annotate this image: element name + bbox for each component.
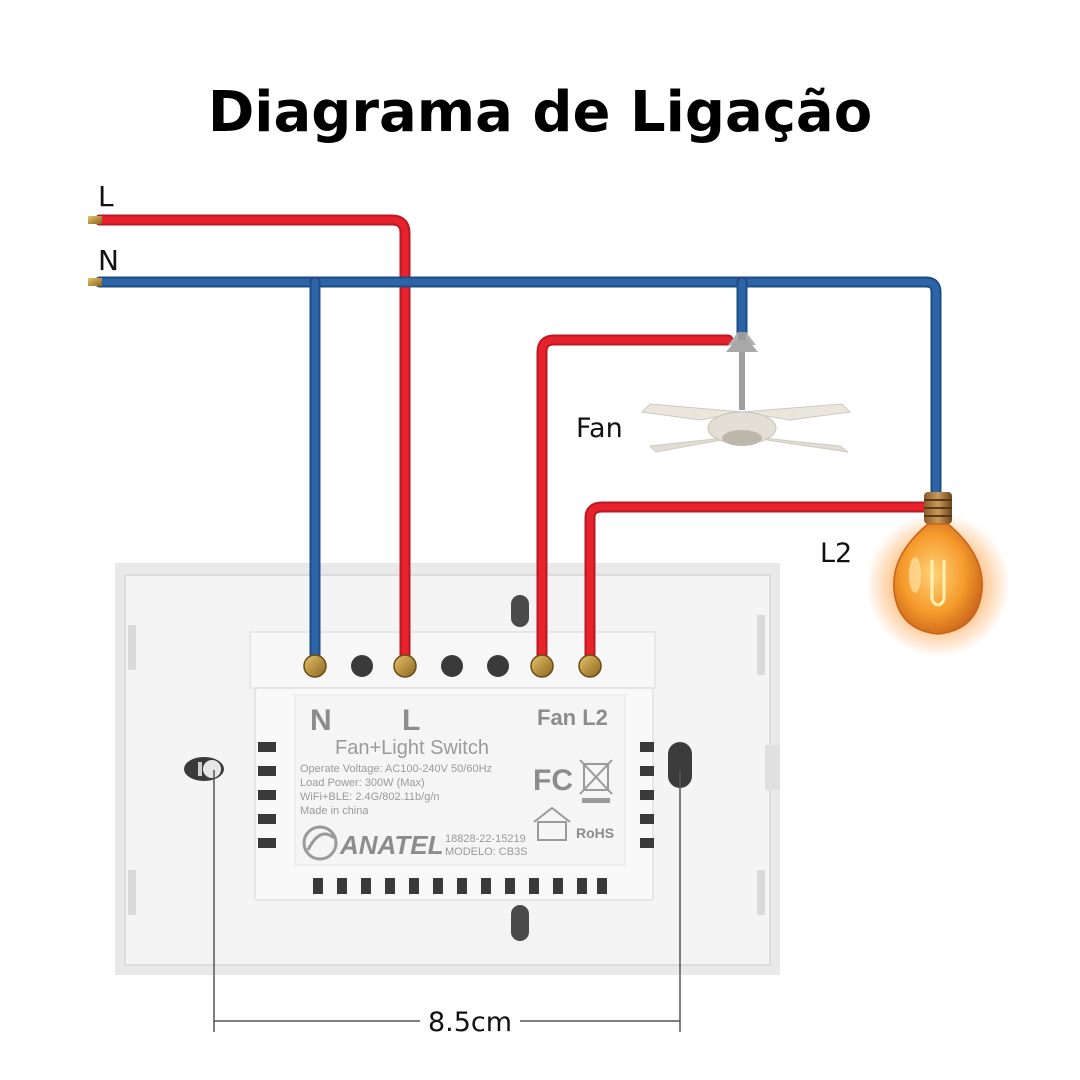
live-wire-tip — [88, 216, 102, 224]
lamp-label: L2 — [820, 538, 852, 569]
terminal-screw-n — [303, 654, 327, 678]
weee-bin-icon — [579, 759, 613, 803]
terminal-label-l: L — [402, 704, 420, 737]
ceiling-fan-icon — [640, 332, 852, 453]
terminal-empty — [487, 655, 509, 677]
lamp-wire-core — [586, 503, 934, 666]
vent-slots-bottom — [313, 878, 607, 894]
mount-slot — [511, 595, 529, 627]
terminal-row — [351, 655, 509, 677]
terminal-screw-l2 — [578, 654, 602, 678]
neutral-wire-tip — [88, 278, 102, 286]
live-wire-label: L — [98, 180, 114, 213]
terminal-empty — [351, 655, 373, 677]
wires — [94, 214, 942, 668]
terminal-label-fan-l2: Fan L2 — [537, 705, 608, 730]
mount-tab — [128, 870, 136, 915]
live-wire-core — [96, 216, 409, 666]
neutral-wire-label: N — [98, 244, 119, 277]
mount-slot — [511, 905, 529, 941]
rohs-mark: RoHS — [576, 825, 614, 841]
house-icon — [533, 806, 571, 841]
fan-label: Fan — [576, 413, 623, 444]
mount-tab — [757, 615, 765, 675]
terminal-screw-l — [393, 654, 417, 678]
mount-tab — [757, 870, 765, 915]
model-number: MODELO: CB3S — [445, 846, 528, 858]
neutral-wire-core — [96, 278, 940, 504]
product-name: Fan+Light Switch — [335, 737, 489, 759]
terminal-screws — [303, 654, 602, 678]
fan-wire-core — [538, 336, 732, 666]
made-in: Made in china — [300, 805, 369, 817]
terminal-label-n: N — [310, 704, 332, 737]
vent-slots-right — [640, 742, 654, 848]
mount-tab — [765, 745, 780, 790]
anatel-brand: ANATEL — [339, 830, 444, 860]
spec-voltage: Operate Voltage: AC100-240V 50/60Hz — [300, 763, 492, 775]
neutral-wire — [94, 276, 942, 506]
label-panel — [294, 694, 626, 866]
dimension-marker — [213, 770, 681, 1032]
vent-slots-left — [258, 742, 276, 848]
page-title: Diagrama de Ligação — [207, 80, 873, 145]
dimension-label: 8.5cm — [428, 1007, 512, 1038]
terminal-empty — [441, 655, 463, 677]
cert-number: 18828-22-15219 — [445, 833, 526, 845]
mount-slot — [668, 742, 692, 788]
spec-power: Load Power: 300W (Max) — [300, 777, 425, 789]
mount-screw — [184, 757, 224, 781]
spec-wireless: WiFi+BLE: 2.4G/802.11b/g/n — [300, 791, 440, 803]
mount-tab — [128, 625, 136, 670]
terminal-screw-fan — [530, 654, 554, 678]
anatel-logo-icon — [302, 825, 338, 861]
fc-mark: FC — [533, 764, 573, 797]
light-bulb-icon — [866, 492, 1010, 657]
